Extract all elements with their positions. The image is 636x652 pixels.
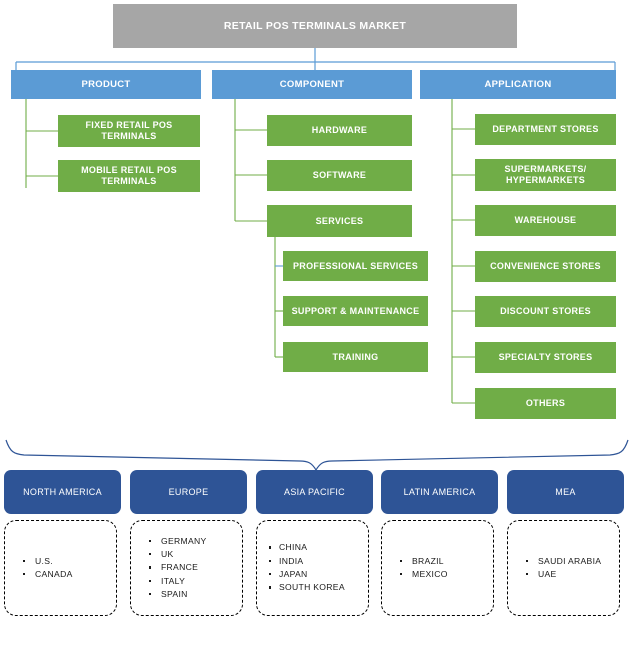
- root-label: RETAIL POS TERMINALS MARKET: [223, 19, 407, 32]
- leaf-node-software[interactable]: SOFTWARE: [267, 160, 412, 191]
- leaf-node-hardware[interactable]: HARDWARE: [267, 115, 412, 146]
- region-label: ASIA PACIFIC: [284, 487, 345, 497]
- country-list: CHINA INDIA JAPAN SOUTH KOREA: [257, 541, 368, 594]
- leaf-node-discount-stores[interactable]: DISCOUNT STORES: [475, 296, 616, 327]
- leaf-node-mobile-retail-pos-terminals[interactable]: MOBILE RETAIL POS TERMINALS: [58, 160, 200, 192]
- country-box-mea: SAUDI ARABIA UAE: [507, 520, 620, 616]
- country-list: BRAZIL MEXICO: [382, 555, 493, 582]
- region-header-north-america[interactable]: NORTH AMERICA: [4, 470, 121, 514]
- country-item: JAPAN: [269, 568, 368, 581]
- country-box-latin-america: BRAZIL MEXICO: [381, 520, 494, 616]
- region-header-europe[interactable]: EUROPE: [130, 470, 247, 514]
- country-item: SAUDI ARABIA: [526, 555, 619, 568]
- leaf-label: CONVENIENCE STORES: [490, 261, 601, 272]
- region-header-latin-america[interactable]: LATIN AMERICA: [381, 470, 498, 514]
- leaf-node-others[interactable]: OTHERS: [475, 388, 616, 419]
- leaf-label: DEPARTMENT STORES: [492, 124, 599, 135]
- leaf-label: MOBILE RETAIL POS TERMINALS: [81, 165, 177, 186]
- leaf-node-fixed-retail-pos-terminals[interactable]: FIXED RETAIL POS TERMINALS: [58, 115, 200, 147]
- leaf-label: TRAINING: [332, 351, 379, 362]
- country-item: INDIA: [269, 555, 368, 568]
- branch-label: COMPONENT: [279, 78, 345, 90]
- branch-label: PRODUCT: [81, 78, 131, 90]
- leaf-label: SUPPORT & MAINTENANCE: [291, 305, 420, 316]
- leaf-label: SERVICES: [315, 215, 364, 226]
- branch-node-product[interactable]: PRODUCT: [11, 70, 201, 99]
- country-item: FRANCE: [149, 561, 242, 574]
- leaf-label: PROFESSIONAL SERVICES: [293, 260, 418, 271]
- region-label: NORTH AMERICA: [23, 487, 102, 497]
- leaf-node-training[interactable]: TRAINING: [283, 342, 428, 372]
- leaf-node-services[interactable]: SERVICES: [267, 205, 412, 237]
- region-header-asia-pacific[interactable]: ASIA PACIFIC: [256, 470, 373, 514]
- country-item: ITALY: [149, 575, 242, 588]
- country-box-europe: GERMANY UK FRANCE ITALY SPAIN: [130, 520, 243, 616]
- leaf-label: FIXED RETAIL POS TERMINALS: [85, 120, 173, 141]
- country-box-asia-pacific: CHINA INDIA JAPAN SOUTH KOREA: [256, 520, 369, 616]
- country-item: U.S.: [23, 555, 116, 568]
- leaf-node-convenience-stores[interactable]: CONVENIENCE STORES: [475, 251, 616, 282]
- leaf-node-warehouse[interactable]: WAREHOUSE: [475, 205, 616, 236]
- country-list: SAUDI ARABIA UAE: [508, 555, 619, 582]
- region-label: EUROPE: [168, 487, 209, 497]
- country-list: U.S. CANADA: [5, 555, 116, 582]
- country-item: UK: [149, 548, 242, 561]
- branch-label: APPLICATION: [484, 78, 552, 90]
- leaf-label: OTHERS: [525, 398, 566, 409]
- branch-node-application[interactable]: APPLICATION: [420, 70, 616, 99]
- leaf-node-department-stores[interactable]: DEPARTMENT STORES: [475, 114, 616, 145]
- root-node: RETAIL POS TERMINALS MARKET: [113, 4, 517, 48]
- country-item: SOUTH KOREA: [269, 581, 368, 594]
- region-label: MEA: [555, 487, 576, 497]
- country-box-north-america: U.S. CANADA: [4, 520, 117, 616]
- leaf-label: WAREHOUSE: [514, 215, 577, 226]
- branch-node-component[interactable]: COMPONENT: [212, 70, 412, 99]
- country-item: CHINA: [269, 541, 368, 554]
- leaf-node-specialty-stores[interactable]: SPECIALTY STORES: [475, 342, 616, 373]
- leaf-node-professional-services[interactable]: PROFESSIONAL SERVICES: [283, 251, 428, 281]
- leaf-node-supermarkets-hypermarkets[interactable]: SUPERMARKETS/ HYPERMARKETS: [475, 159, 616, 191]
- leaf-label: SUPERMARKETS/ HYPERMARKETS: [504, 164, 587, 185]
- leaf-node-support-and-maintenance[interactable]: SUPPORT & MAINTENANCE: [283, 296, 428, 326]
- country-item: CANADA: [23, 568, 116, 581]
- country-item: MEXICO: [400, 568, 493, 581]
- leaf-label: SOFTWARE: [312, 170, 367, 181]
- region-header-mea[interactable]: MEA: [507, 470, 624, 514]
- country-item: UAE: [526, 568, 619, 581]
- leaf-label: SPECIALTY STORES: [498, 352, 593, 363]
- leaf-label: DISCOUNT STORES: [500, 306, 591, 317]
- country-item: BRAZIL: [400, 555, 493, 568]
- country-list: GERMANY UK FRANCE ITALY SPAIN: [131, 535, 242, 602]
- country-item: GERMANY: [149, 535, 242, 548]
- region-label: LATIN AMERICA: [403, 487, 476, 497]
- leaf-label: HARDWARE: [311, 125, 368, 136]
- country-item: SPAIN: [149, 588, 242, 601]
